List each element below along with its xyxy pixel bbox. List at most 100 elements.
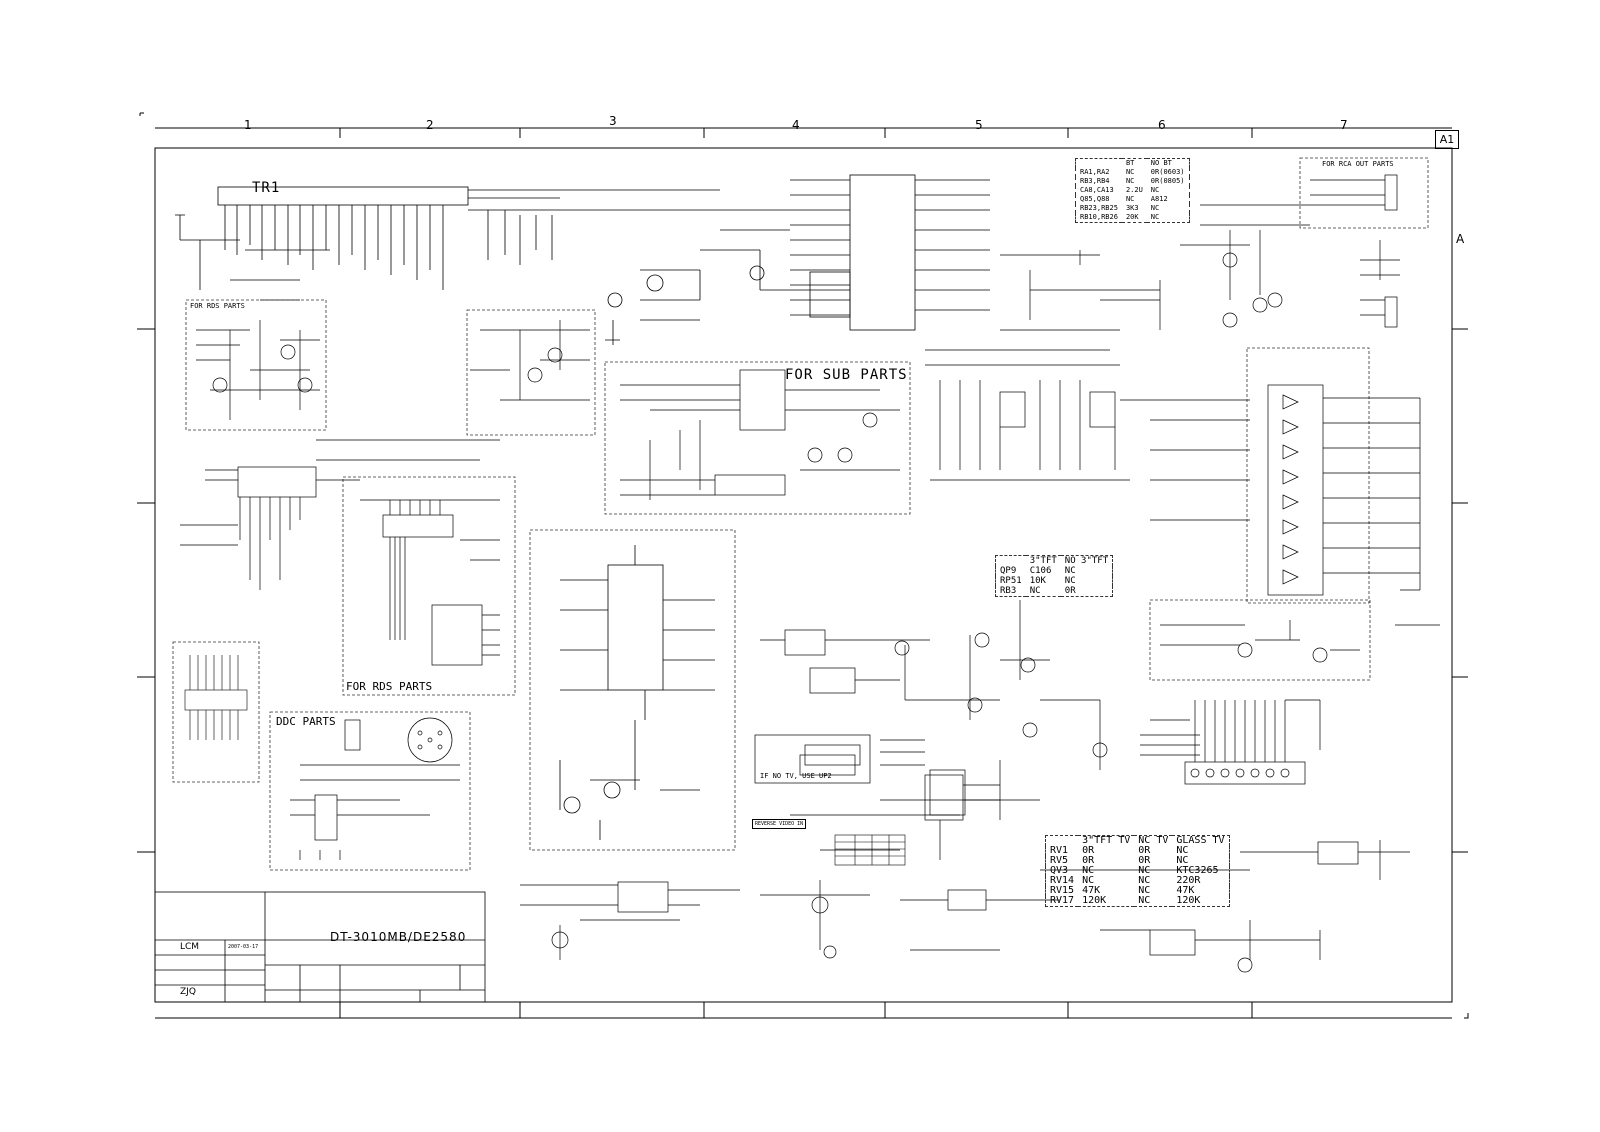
bt-table-header-cell: BT	[1125, 159, 1135, 167]
table-cell: NC	[1150, 213, 1160, 221]
table-cell: NC	[1125, 177, 1135, 185]
table-row: Q85,Q88 NC A812	[1076, 195, 1190, 204]
table-cell: 3K3	[1125, 204, 1139, 212]
ddc-parts-title: DDC PARTS	[276, 715, 336, 728]
drawing-frame	[137, 112, 1469, 1019]
tft-option-table: 3"TFT NO 3"TFT QP9 C106 NC RP51 10K NC R…	[995, 555, 1114, 597]
drawing-title: DT-3010MB/DE2580	[330, 930, 467, 944]
table-cell: CA8,CA13	[1080, 186, 1114, 194]
table-cell: 0R(0805)	[1150, 177, 1185, 185]
table-cell: 20K	[1125, 213, 1139, 221]
table-cell: NC	[1176, 845, 1189, 856]
table-cell: QP9	[1000, 566, 1017, 576]
zone-label-col-4: 4	[792, 118, 800, 132]
rds-parts-top-title: FOR RDS PARTS	[190, 302, 245, 310]
drawn-by: LCM	[180, 942, 200, 952]
table-cell: NC	[1138, 885, 1151, 896]
rds-parts-top-circuit	[196, 320, 320, 420]
table-cell: KTC3265	[1176, 865, 1219, 876]
bt-option-table: BT NO BT RA1,RA2 NC 0R(0603) RB3,RB4 NC …	[1075, 158, 1190, 223]
bt-table-header-cell	[1076, 159, 1122, 169]
title-block	[154, 891, 486, 1003]
sub-parts-circuit	[620, 369, 900, 500]
zone-label-col-3: 3	[609, 114, 617, 128]
table-cell: RV15	[1050, 885, 1075, 896]
zone-label-col-1: 1	[244, 118, 252, 132]
tv-section	[754, 734, 1000, 860]
ddc-parts-box	[269, 711, 471, 871]
sub-parts-title: FOR SUB PARTS	[785, 367, 908, 383]
table-cell: NC	[1082, 875, 1095, 886]
table-cell: RB23,RB25	[1080, 204, 1118, 212]
table-cell: 0R	[1082, 855, 1095, 866]
rds-parts-bottom-box	[342, 476, 516, 696]
zone-label-col-7: 7	[1340, 118, 1348, 132]
zone-label-row-a: A	[1456, 232, 1465, 246]
opamp-column	[1267, 384, 1440, 626]
bottom-power-supplies	[520, 840, 1410, 973]
approved-by: ZJQ	[180, 987, 196, 997]
table-cell: A812	[1150, 195, 1168, 203]
table-cell: 47K	[1176, 885, 1195, 896]
rds-decoder-area	[180, 439, 500, 590]
audio-processor-circuit	[925, 349, 1250, 521]
tft-table-header-cell: 3"TFT	[1029, 556, 1057, 566]
no-tv-note: IF NO TV, USE UP2	[760, 772, 832, 780]
left-connector-pins	[184, 655, 248, 740]
rca-out-box	[1299, 157, 1429, 229]
table-cell: NC	[1125, 168, 1135, 176]
sub-parts-box	[604, 361, 911, 515]
amp-tda7377	[559, 545, 715, 840]
zone-label-col-5: 5	[975, 118, 983, 132]
tv-table-header: 3"TFT TV NC TV GLASS TV	[1046, 836, 1230, 847]
table-cell: NC	[1150, 186, 1160, 194]
table-cell: NC	[1138, 875, 1151, 886]
table-cell: 0R	[1138, 845, 1151, 856]
bt-table-header-cell: NO BT	[1150, 159, 1172, 167]
table-cell: RA1,RA2	[1080, 168, 1110, 176]
table-cell: NC	[1176, 855, 1189, 866]
table-cell: RB10,RB26	[1080, 213, 1118, 221]
table-row: RA1,RA2 NC 0R(0603)	[1076, 168, 1190, 177]
table-row: RV17 120K NC 120K	[1046, 896, 1230, 907]
switch-table-grid	[834, 834, 906, 866]
table-cell: 0R(0603)	[1150, 168, 1185, 176]
table-cell: 120K	[1082, 895, 1107, 906]
table-cell: RB3	[1000, 586, 1017, 596]
table-cell: RV17	[1050, 895, 1075, 906]
table-cell: 0R	[1082, 845, 1095, 856]
zone-label-col-6: 6	[1158, 118, 1166, 132]
reverse-video-label: REVERSE VIDEO IN	[752, 819, 807, 829]
table-cell: NC	[1138, 895, 1151, 906]
table-cell: 0R	[1138, 855, 1151, 866]
table-cell: RB3,RB4	[1080, 177, 1110, 185]
transformer-label: TR1	[252, 180, 281, 196]
table-cell: C106	[1029, 566, 1052, 576]
table-cell: NC	[1029, 586, 1041, 596]
tv-table-header-cell: GLASS TV	[1176, 835, 1225, 846]
rca-out-circuit	[1310, 174, 1400, 328]
left-connector-box	[172, 641, 260, 783]
table-row: RB10,RB26 20K NC	[1076, 213, 1190, 223]
table-row: RV1 0R 0R NC	[1046, 846, 1230, 856]
table-cell: NC	[1138, 865, 1151, 876]
drawing-date: 2007-03-17	[228, 944, 259, 950]
table-cell: QV3	[1050, 865, 1069, 876]
table-cell: NC	[1064, 566, 1076, 576]
table-cell: RV1	[1050, 845, 1069, 856]
table-row: RB23,RB25 3K3 NC	[1076, 204, 1190, 213]
mute-area-box	[1149, 599, 1371, 681]
power-regulators	[760, 600, 1108, 820]
tuner-module-tr1	[175, 186, 720, 301]
table-cell: NC	[1150, 204, 1160, 212]
zone-label-col-2: 2	[426, 118, 434, 132]
table-row: RP51 10K NC	[996, 576, 1113, 586]
panel-connector	[1140, 699, 1321, 785]
rds-parts-top-box	[185, 299, 327, 431]
table-cell: NC	[1082, 865, 1095, 876]
table-row: RV15 47K NC 47K	[1046, 886, 1230, 896]
table-cell: 47K	[1082, 885, 1101, 896]
amp-section-box	[529, 529, 736, 851]
rds-parts-bottom-circuit	[360, 499, 500, 666]
